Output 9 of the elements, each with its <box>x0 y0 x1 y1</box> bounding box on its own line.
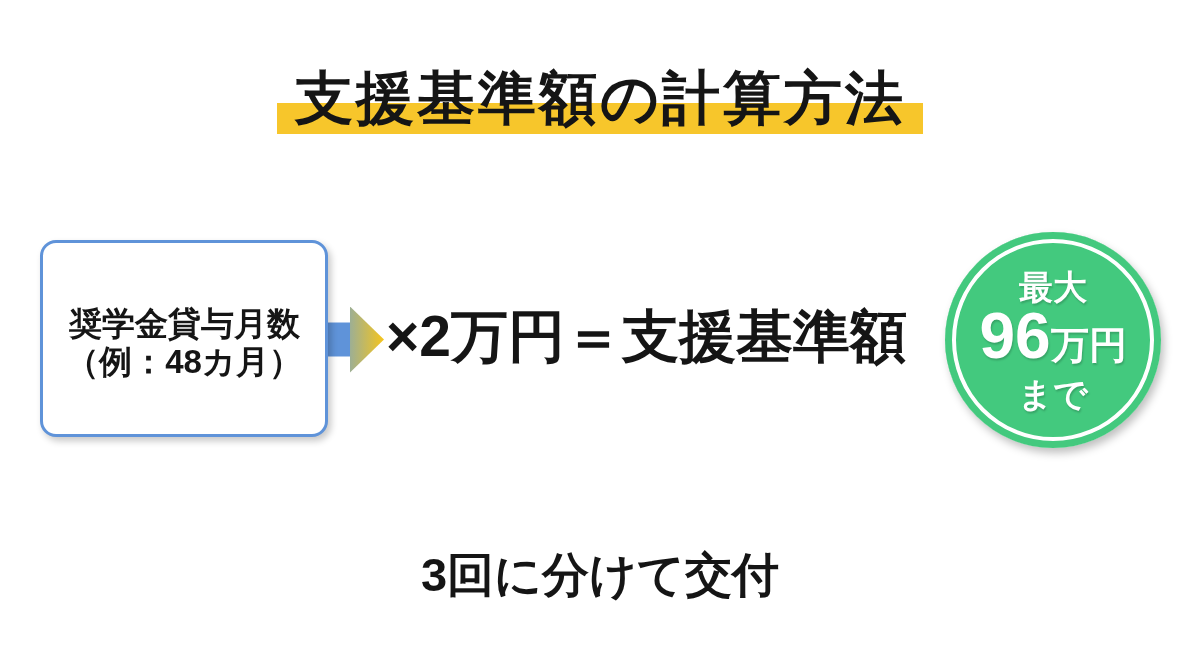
note-text: 3回に分けて交付 <box>420 547 780 603</box>
badge-text: 96万円 <box>979 305 1127 374</box>
box-text: 奨学金貸与月数 <box>68 304 300 343</box>
box-text: （例：48カ月） <box>66 342 302 381</box>
badge-text: 最大 <box>1019 267 1087 306</box>
process-box <box>40 240 328 437</box>
formula-text: ×2万円＝支援基準額 <box>386 300 907 372</box>
arrow <box>328 306 384 373</box>
badge-text: まで <box>1018 374 1088 413</box>
